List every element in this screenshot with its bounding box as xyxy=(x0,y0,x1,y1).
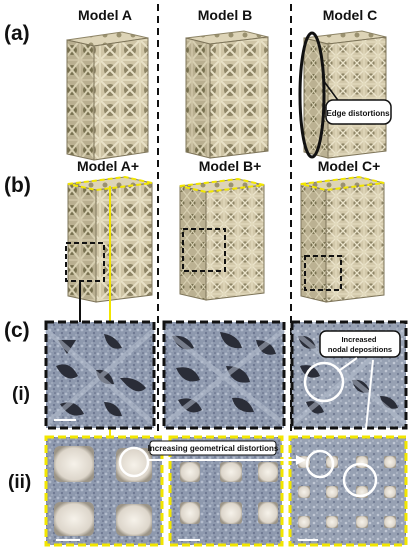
nodal-circle xyxy=(303,361,345,403)
micrograph-ii-a xyxy=(44,435,164,547)
panel-label-b: (b) xyxy=(4,174,31,197)
top-region-outline-b-plus xyxy=(179,177,265,194)
micrograph-i-a xyxy=(44,320,156,430)
lattice-model-c-plus xyxy=(300,176,385,303)
model-c-plus-title: Model C+ xyxy=(318,158,381,174)
side-region-box-a-plus xyxy=(65,242,105,282)
edge-distortion-label-box xyxy=(325,99,392,125)
nodal-arrow-1 xyxy=(339,357,358,371)
micrograph-i-b xyxy=(162,320,286,430)
lattice-model-a xyxy=(66,31,149,161)
side-region-box-c-plus xyxy=(304,255,342,291)
lattice-model-b xyxy=(185,30,269,159)
geometric-circle-c2 xyxy=(342,462,378,498)
edge-distortion-arrow xyxy=(322,79,341,104)
side-region-box-b-plus xyxy=(182,228,226,272)
geometric-label-box xyxy=(149,440,277,456)
nodal-label-text: Increased xyxy=(341,335,376,344)
panel-label-cii: (ii) xyxy=(8,472,31,493)
top-region-outline-c-plus xyxy=(300,175,385,192)
nodal-label-box xyxy=(319,330,401,358)
panel-label-ci: (i) xyxy=(12,384,30,405)
nodal-label-text-line2: nodal depositions xyxy=(328,345,392,354)
geometric-circle-a xyxy=(118,446,150,478)
geometric-label: Increasing geometrical distortions xyxy=(148,444,279,453)
lattice-model-b-plus xyxy=(179,178,265,301)
model-b-plus-title: Model B+ xyxy=(199,158,262,174)
edge-distortion-label: Edge distortions xyxy=(326,109,390,118)
model-c-title: Model C xyxy=(323,7,377,23)
lattice-model-c xyxy=(303,30,387,159)
model-b-title: Model B xyxy=(198,7,252,23)
model-a-plus-title: Model A+ xyxy=(77,158,139,174)
panel-label-a: (a) xyxy=(4,22,30,45)
edge-distortion-ellipse xyxy=(298,31,326,159)
geometric-circle-c1 xyxy=(305,449,335,479)
model-a-title: Model A xyxy=(78,7,132,23)
panel-label-c: (c) xyxy=(4,319,30,342)
geometric-arrowhead xyxy=(296,455,306,465)
nodal-label: Increased nodal depositions xyxy=(328,335,392,354)
